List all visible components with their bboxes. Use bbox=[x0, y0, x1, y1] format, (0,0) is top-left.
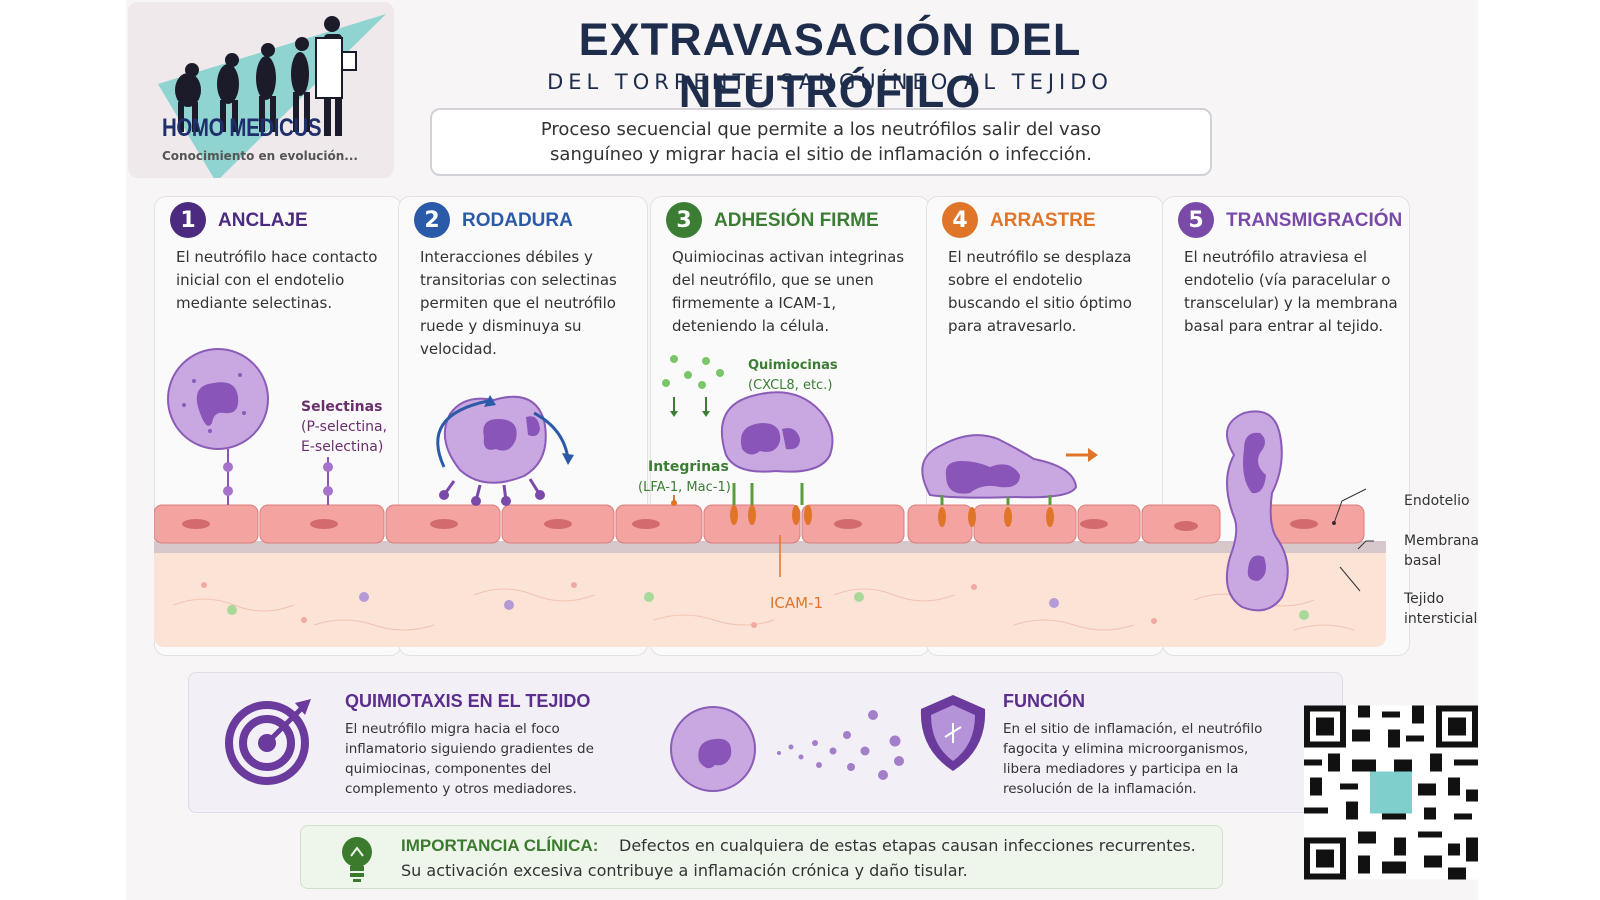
stage-title: ADHESIÓN FIRME bbox=[714, 210, 879, 231]
stage-title: ANCLAJE bbox=[218, 210, 308, 231]
membrana-basal-label: Membrana bbox=[1404, 533, 1480, 549]
tissue-particles bbox=[201, 582, 1309, 628]
logo: HOMO MEDICUS Conocimiento en evolución..… bbox=[128, 2, 394, 178]
logo-tagline: Conocimiento en evolución... bbox=[162, 149, 358, 163]
stage-text: El neutrófilo atraviesa el endotelio (ví… bbox=[1184, 248, 1398, 335]
integrinas-sub-label: (LFA-1, Mac-1) bbox=[638, 480, 731, 495]
quimiotaxis-text: El neutrófilo migra hacia el foco inflam… bbox=[345, 721, 594, 797]
integrinas-label: Integrinas bbox=[648, 459, 729, 475]
selectinas-label: Selectinas bbox=[301, 399, 383, 415]
membrana-basal-label: basal bbox=[1404, 553, 1442, 569]
stage-number-badge: 5 bbox=[1178, 202, 1214, 238]
clinical-importance-box: IMPORTANCIA CLÍNICA: Defectos en cualqui… bbox=[300, 825, 1223, 889]
stage-number-badge: 2 bbox=[414, 202, 450, 238]
intro-box: Proceso secuencial que permite a los neu… bbox=[430, 108, 1212, 176]
stage-text: El neutrófilo hace contacto inicial con … bbox=[176, 248, 378, 312]
page-title: EXTRAVASACIÓN DEL NEUTRÓFILO bbox=[578, 14, 1082, 117]
lightbulb-icon bbox=[342, 837, 372, 882]
interstitial-tissue bbox=[154, 547, 1386, 647]
evolution-logo-icon bbox=[158, 14, 386, 178]
funcion-text: En el sitio de inflamación, el neutrófil… bbox=[1003, 721, 1263, 797]
stage-title: TRANSMIGRACIÓN bbox=[1226, 210, 1403, 231]
basal-membrane bbox=[154, 541, 1386, 553]
chemotaxis-illustration bbox=[670, 706, 904, 792]
clinical-text-line2: Su activación excesiva contribuye a infl… bbox=[401, 861, 968, 880]
qr-logo-icon bbox=[1370, 771, 1412, 814]
quimiocinas-sub-label: (CXCL8, etc.) bbox=[748, 378, 833, 393]
endothelium bbox=[154, 504, 1365, 544]
quimiotaxis-title: QUIMIOTAXIS EN EL TEJIDO bbox=[345, 691, 591, 711]
clinical-title: IMPORTANCIA CLÍNICA: bbox=[401, 836, 599, 855]
extravasation-diagram bbox=[154, 348, 1386, 647]
stage-title: RODADURA bbox=[462, 210, 573, 231]
quimiocinas-label: Quimiocinas bbox=[748, 358, 838, 373]
page-subtitle: DEL TORRENTE SANGUÍNEO AL TEJIDO bbox=[547, 70, 1113, 94]
clinical-text-line1: Defectos en cualquiera de estas etapas c… bbox=[619, 836, 1196, 855]
tejido-label: Tejido bbox=[1404, 591, 1445, 607]
neutrophil-stage-1 bbox=[167, 348, 333, 505]
stage-number-badge: 3 bbox=[666, 202, 702, 238]
shield-icon bbox=[920, 695, 986, 771]
neutrophil-stage-4 bbox=[921, 434, 1098, 527]
selectinas-sub-label: E-selectina) bbox=[301, 439, 384, 455]
qr-code-icon bbox=[1304, 705, 1478, 880]
intro-text: Proceso secuencial que permite a los neu… bbox=[540, 119, 1102, 165]
target-icon bbox=[225, 699, 311, 785]
neutrophil-stage-2 bbox=[436, 395, 574, 506]
logo-name: HOMO MEDICUS bbox=[162, 114, 322, 142]
chemokines bbox=[662, 355, 724, 417]
stage-title: ARRASTRE bbox=[990, 210, 1096, 231]
stage-number-badge: 4 bbox=[942, 202, 978, 238]
stage-text: Quimiocinas activan integrinas del neutr… bbox=[672, 248, 905, 335]
neutrophil-stage-3 bbox=[671, 391, 834, 577]
stage-number-badge: 1 bbox=[170, 202, 206, 238]
funcion-title: FUNCIÓN bbox=[1003, 691, 1085, 711]
icam-label: ICAM-1 bbox=[770, 594, 824, 612]
selectinas-sub-label: (P-selectina, bbox=[301, 419, 388, 435]
stage-text: Interacciones débiles y transitorias con… bbox=[420, 248, 617, 358]
neutrophil-stage-5 bbox=[1225, 410, 1289, 612]
stage-text: El neutrófilo se desplaza sobre el endot… bbox=[948, 248, 1132, 335]
endotelio-label: Endotelio bbox=[1404, 493, 1470, 509]
tejido-label: intersticial bbox=[1404, 611, 1478, 627]
chemotaxis-function-panel: QUIMIOTAXIS EN EL TEJIDO El neutrófilo m… bbox=[188, 672, 1343, 813]
